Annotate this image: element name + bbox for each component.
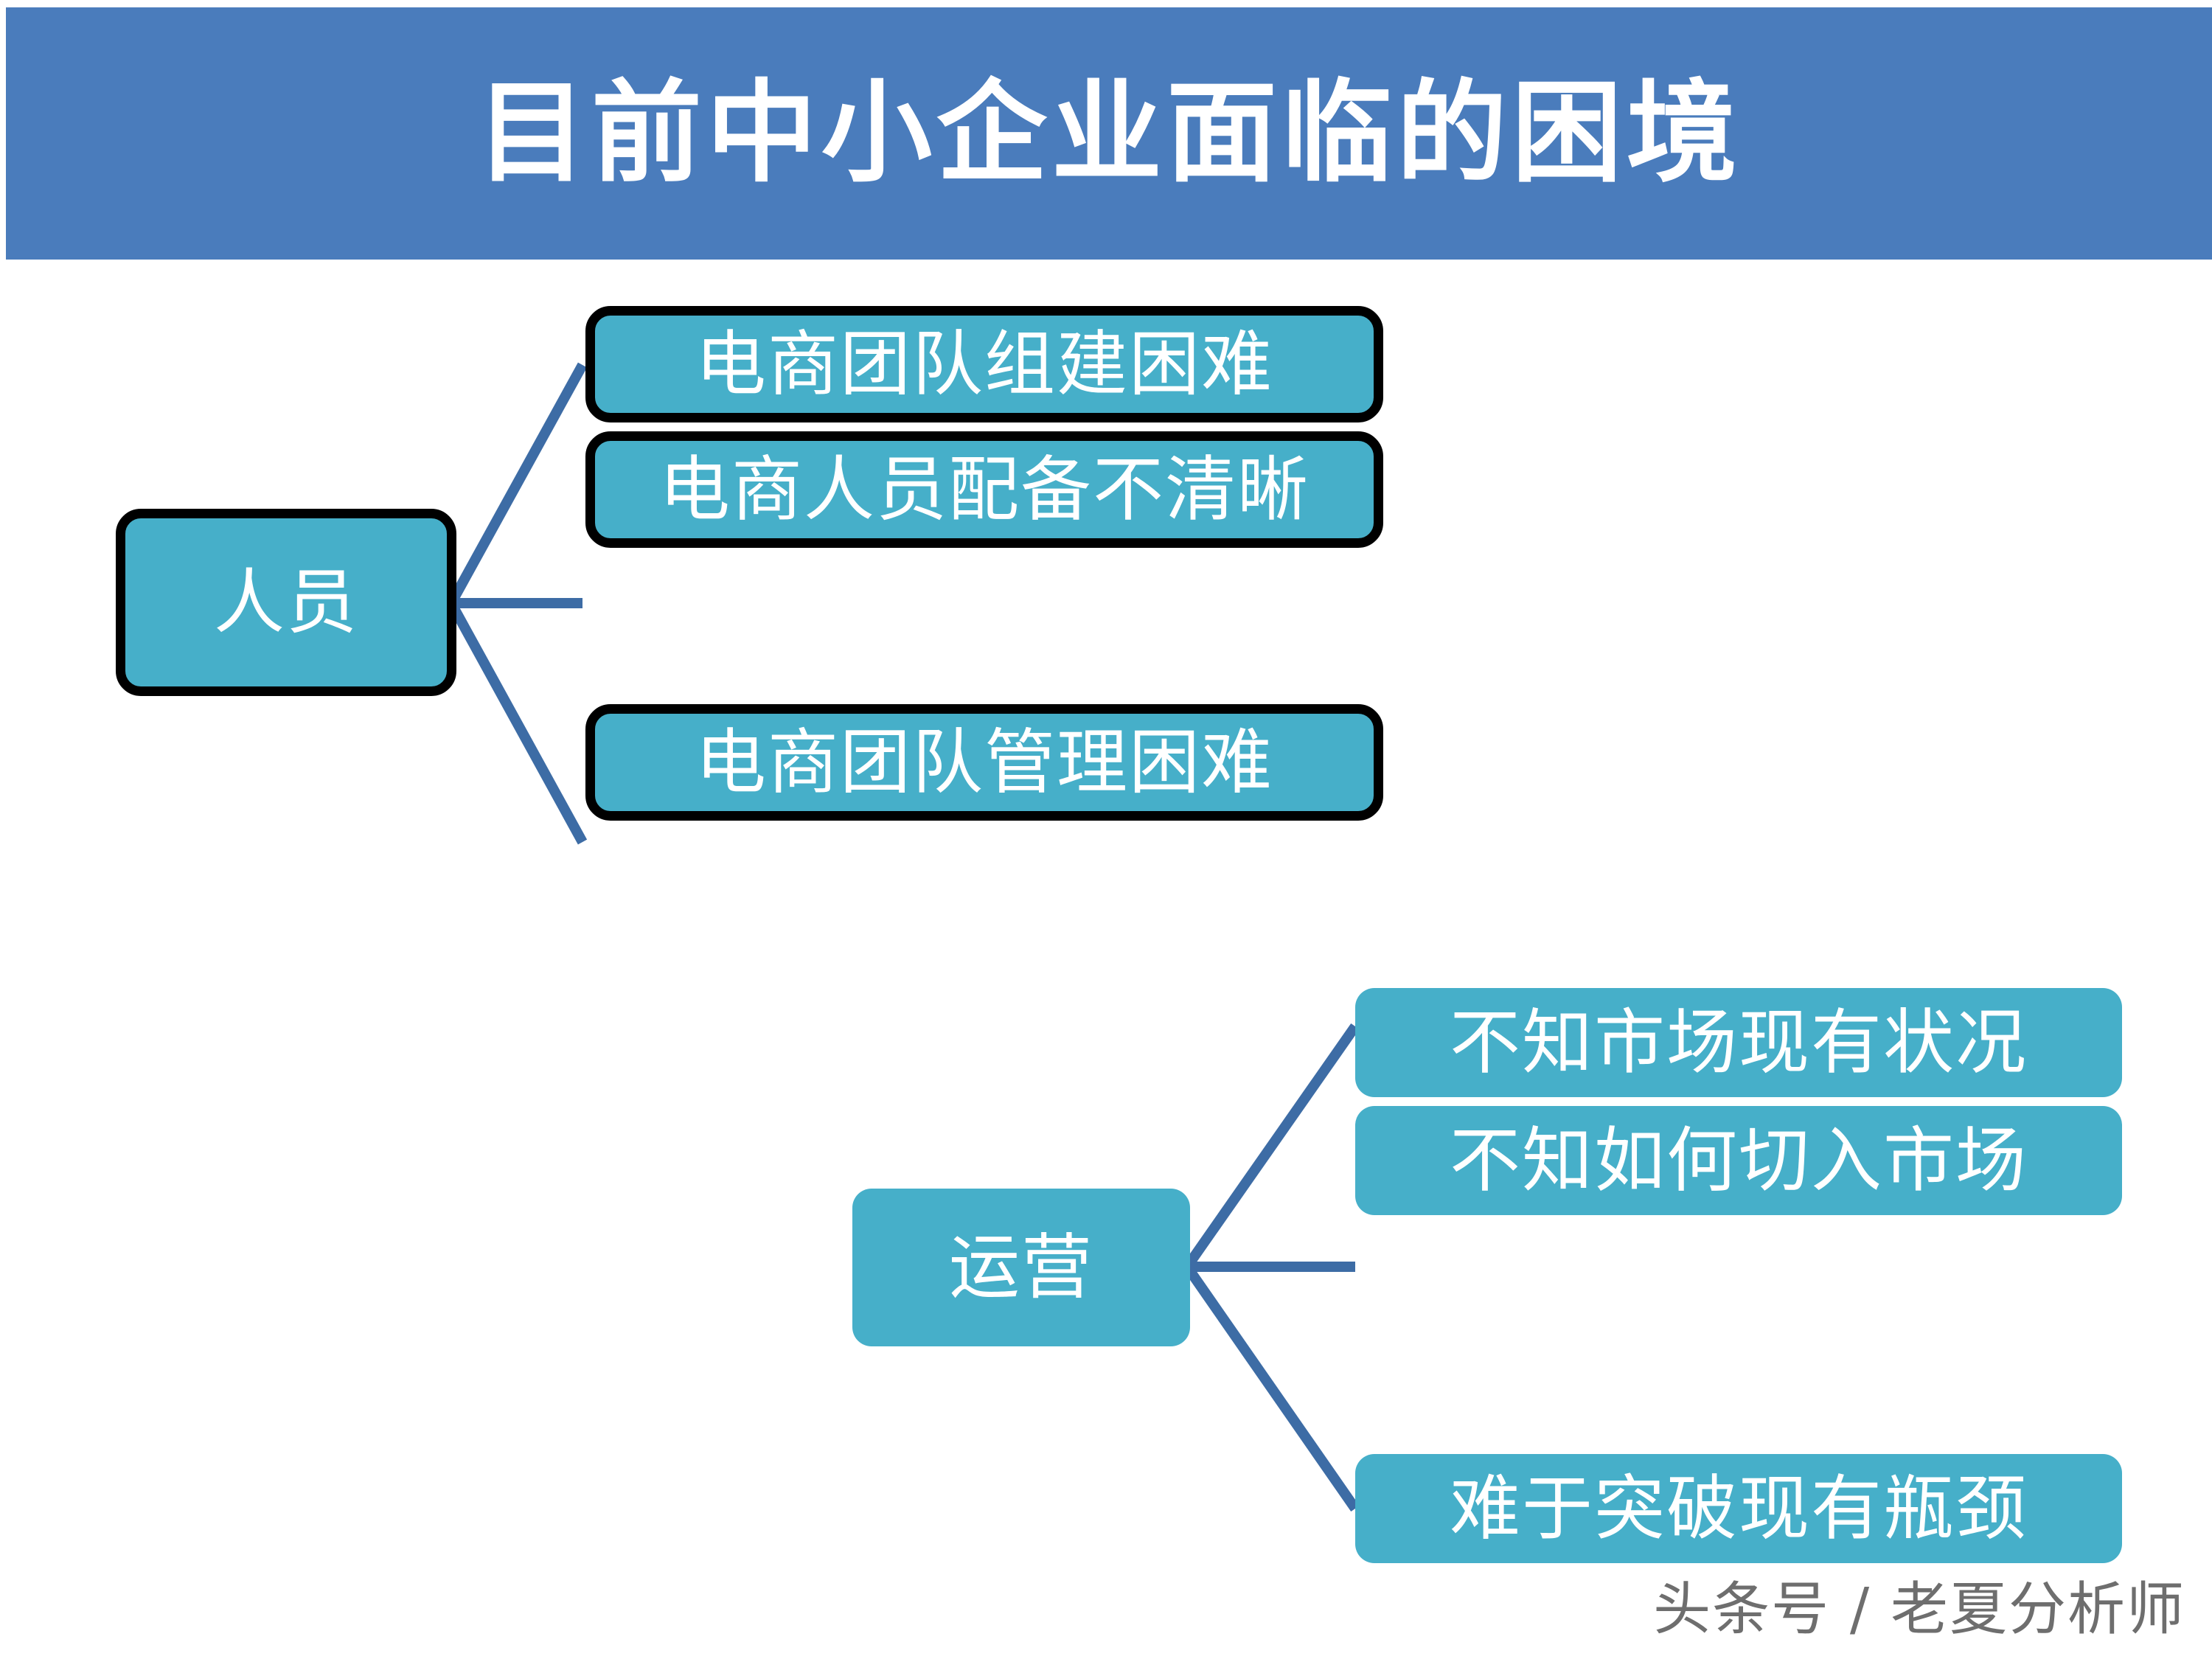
node-operations-child-3[interactable]: 难于突破现有瓶颈 (1355, 1454, 2122, 1563)
node-personnel-child-3[interactable]: 电商团队管理困难 (585, 704, 1383, 821)
node-operations-child-2-label: 不知如何切入市场 (1450, 1119, 2028, 1202)
node-operations-child-2[interactable]: 不知如何切入市场 (1355, 1106, 2122, 1215)
node-personnel-parent-label: 人员 (214, 561, 358, 644)
node-operations-child-1[interactable]: 不知市场现有状况 (1355, 988, 2122, 1097)
node-personnel-parent[interactable]: 人员 (116, 509, 456, 696)
title-banner: 目前中小企业面临的困境 (6, 7, 2212, 260)
node-personnel-child-1[interactable]: 电商团队组建困难 (585, 306, 1383, 422)
page-title: 目前中小企业面临的困境 (476, 69, 1742, 198)
node-personnel-child-3-label: 电商团队管理困难 (695, 721, 1273, 804)
node-operations-parent-label: 运营 (949, 1226, 1093, 1309)
watermark-text: 头条号 / 老夏分析师 (1653, 1576, 2185, 1643)
node-personnel-child-2[interactable]: 电商人员配备不清晰 (585, 431, 1383, 548)
node-operations-child-3-label: 难于突破现有瓶颈 (1450, 1467, 2028, 1550)
node-operations-parent[interactable]: 运营 (852, 1189, 1190, 1346)
node-personnel-child-2-label: 电商人员配备不清晰 (659, 448, 1310, 531)
connector-personnel-3 (446, 600, 588, 845)
connector-operations-3 (1183, 1264, 1360, 1512)
node-operations-child-1-label: 不知市场现有状况 (1450, 1001, 2028, 1084)
node-personnel-child-1-label: 电商团队组建困难 (695, 323, 1273, 406)
connector-operations-1 (1183, 1023, 1360, 1270)
connector-personnel-1 (446, 362, 588, 606)
